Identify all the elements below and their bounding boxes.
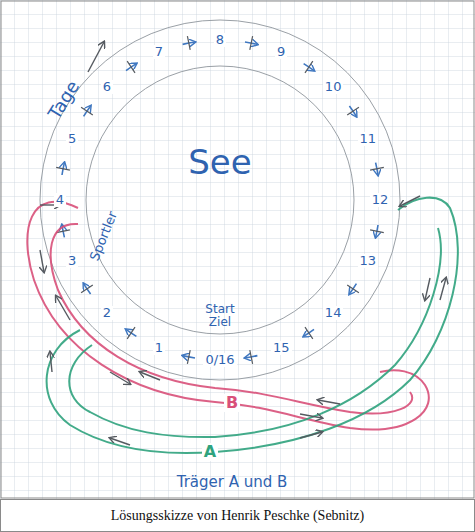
direction-arrows [40, 196, 446, 445]
tick-mark [347, 285, 359, 293]
carrier-letter: A [202, 443, 218, 461]
sketch-drawing [0, 0, 475, 499]
lake-circle: See [85, 65, 355, 335]
tick-mark [347, 107, 359, 115]
day-number: 2 [101, 306, 113, 320]
carrier-a-path [47, 198, 458, 453]
tick-mark [370, 167, 384, 170]
day-number: 8 [214, 33, 226, 47]
tick-mark [370, 230, 384, 233]
caption-text: Lösungsskizze von Henrik Peschke (Sebnit… [111, 508, 365, 524]
athlete-path [62, 42, 378, 358]
day-number: 3 [66, 254, 78, 268]
lake-outline [85, 65, 355, 335]
day-number: 4 [54, 193, 66, 207]
tick-mark [305, 61, 313, 73]
tick-mark [250, 350, 253, 364]
lake-name: See [188, 142, 251, 182]
day-ticks [56, 36, 384, 364]
day-number: 13 [358, 254, 379, 268]
day-number: 5 [66, 132, 78, 146]
carriers-label: Träger A und B [177, 474, 288, 491]
day-number: 6 [101, 80, 113, 94]
tick-mark [187, 350, 190, 364]
frame [1, 1, 474, 498]
outer-circle [40, 20, 400, 380]
grid-paper [0, 0, 475, 499]
tick-mark [56, 167, 70, 170]
carrier-letter: B [224, 394, 240, 412]
tick-mark [81, 107, 93, 115]
day-number: 9 [275, 45, 287, 59]
carrier-b-path [27, 202, 429, 430]
day-number: 11 [358, 132, 379, 146]
tick-mark [305, 327, 313, 339]
day-number: 12 [370, 193, 391, 207]
tick-mark [250, 36, 253, 50]
day-number: 10 [323, 80, 344, 94]
day-number: 1 [153, 341, 165, 355]
tick-mark [187, 36, 190, 50]
day-number: 7 [153, 45, 165, 59]
caption-box: Lösungsskizze von Henrik Peschke (Sebnit… [0, 499, 475, 532]
tick-mark [81, 285, 93, 293]
day-number: 14 [323, 306, 344, 320]
start-finish-label: Start Ziel [205, 303, 234, 329]
tick-mark [127, 61, 135, 73]
day-number: 0/16 [203, 353, 236, 367]
day-number: 15 [271, 341, 292, 355]
days-arrow [88, 42, 104, 72]
tick-mark [127, 327, 135, 339]
